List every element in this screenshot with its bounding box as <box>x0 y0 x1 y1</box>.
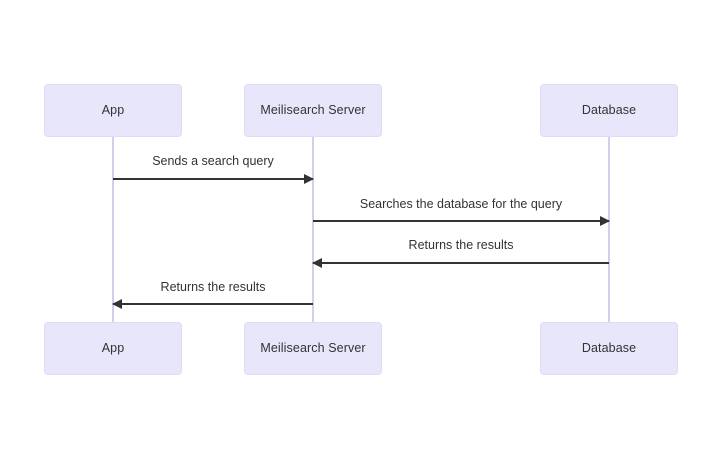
message-arrow-2[interactable] <box>313 215 610 226</box>
actor-box-top-database[interactable]: Database <box>540 84 678 137</box>
message-label-1: Sends a search query <box>152 154 274 168</box>
message-line-2 <box>313 220 609 222</box>
actor-label-meilisearch-server-bottom: Meilisearch Server <box>260 341 366 356</box>
actor-box-bottom-app[interactable]: App <box>44 322 182 375</box>
message-line-1 <box>113 178 313 180</box>
actor-box-bottom-database[interactable]: Database <box>540 322 678 375</box>
lifeline-app <box>112 137 114 322</box>
lifeline-meilisearch-server <box>312 137 314 322</box>
actor-label-database-bottom: Database <box>581 341 637 356</box>
message-arrow-4[interactable] <box>112 298 313 309</box>
message-label-2: Searches the database for the query <box>359 197 563 211</box>
arrowhead-right-icon-2 <box>600 215 610 226</box>
message-line-3 <box>313 262 609 264</box>
actor-label-app-top: App <box>101 103 125 118</box>
message-arrow-1[interactable] <box>113 173 314 184</box>
message-label-3: Returns the results <box>408 238 514 252</box>
actor-box-top-app[interactable]: App <box>44 84 182 137</box>
actor-box-top-meilisearch-server[interactable]: Meilisearch Server <box>244 84 382 137</box>
actor-label-meilisearch-server-top: Meilisearch Server <box>260 103 366 118</box>
arrowhead-left-icon-4 <box>112 298 122 309</box>
arrowhead-left-icon-3 <box>312 257 322 268</box>
actor-box-bottom-meilisearch-server[interactable]: Meilisearch Server <box>244 322 382 375</box>
actor-label-app-bottom: App <box>101 341 125 356</box>
arrowhead-right-icon-1 <box>304 173 314 184</box>
message-arrow-3[interactable] <box>312 257 609 268</box>
lifeline-database <box>608 137 610 322</box>
actor-label-database-top: Database <box>581 103 637 118</box>
message-line-4 <box>113 303 313 305</box>
message-label-4: Returns the results <box>160 280 266 294</box>
